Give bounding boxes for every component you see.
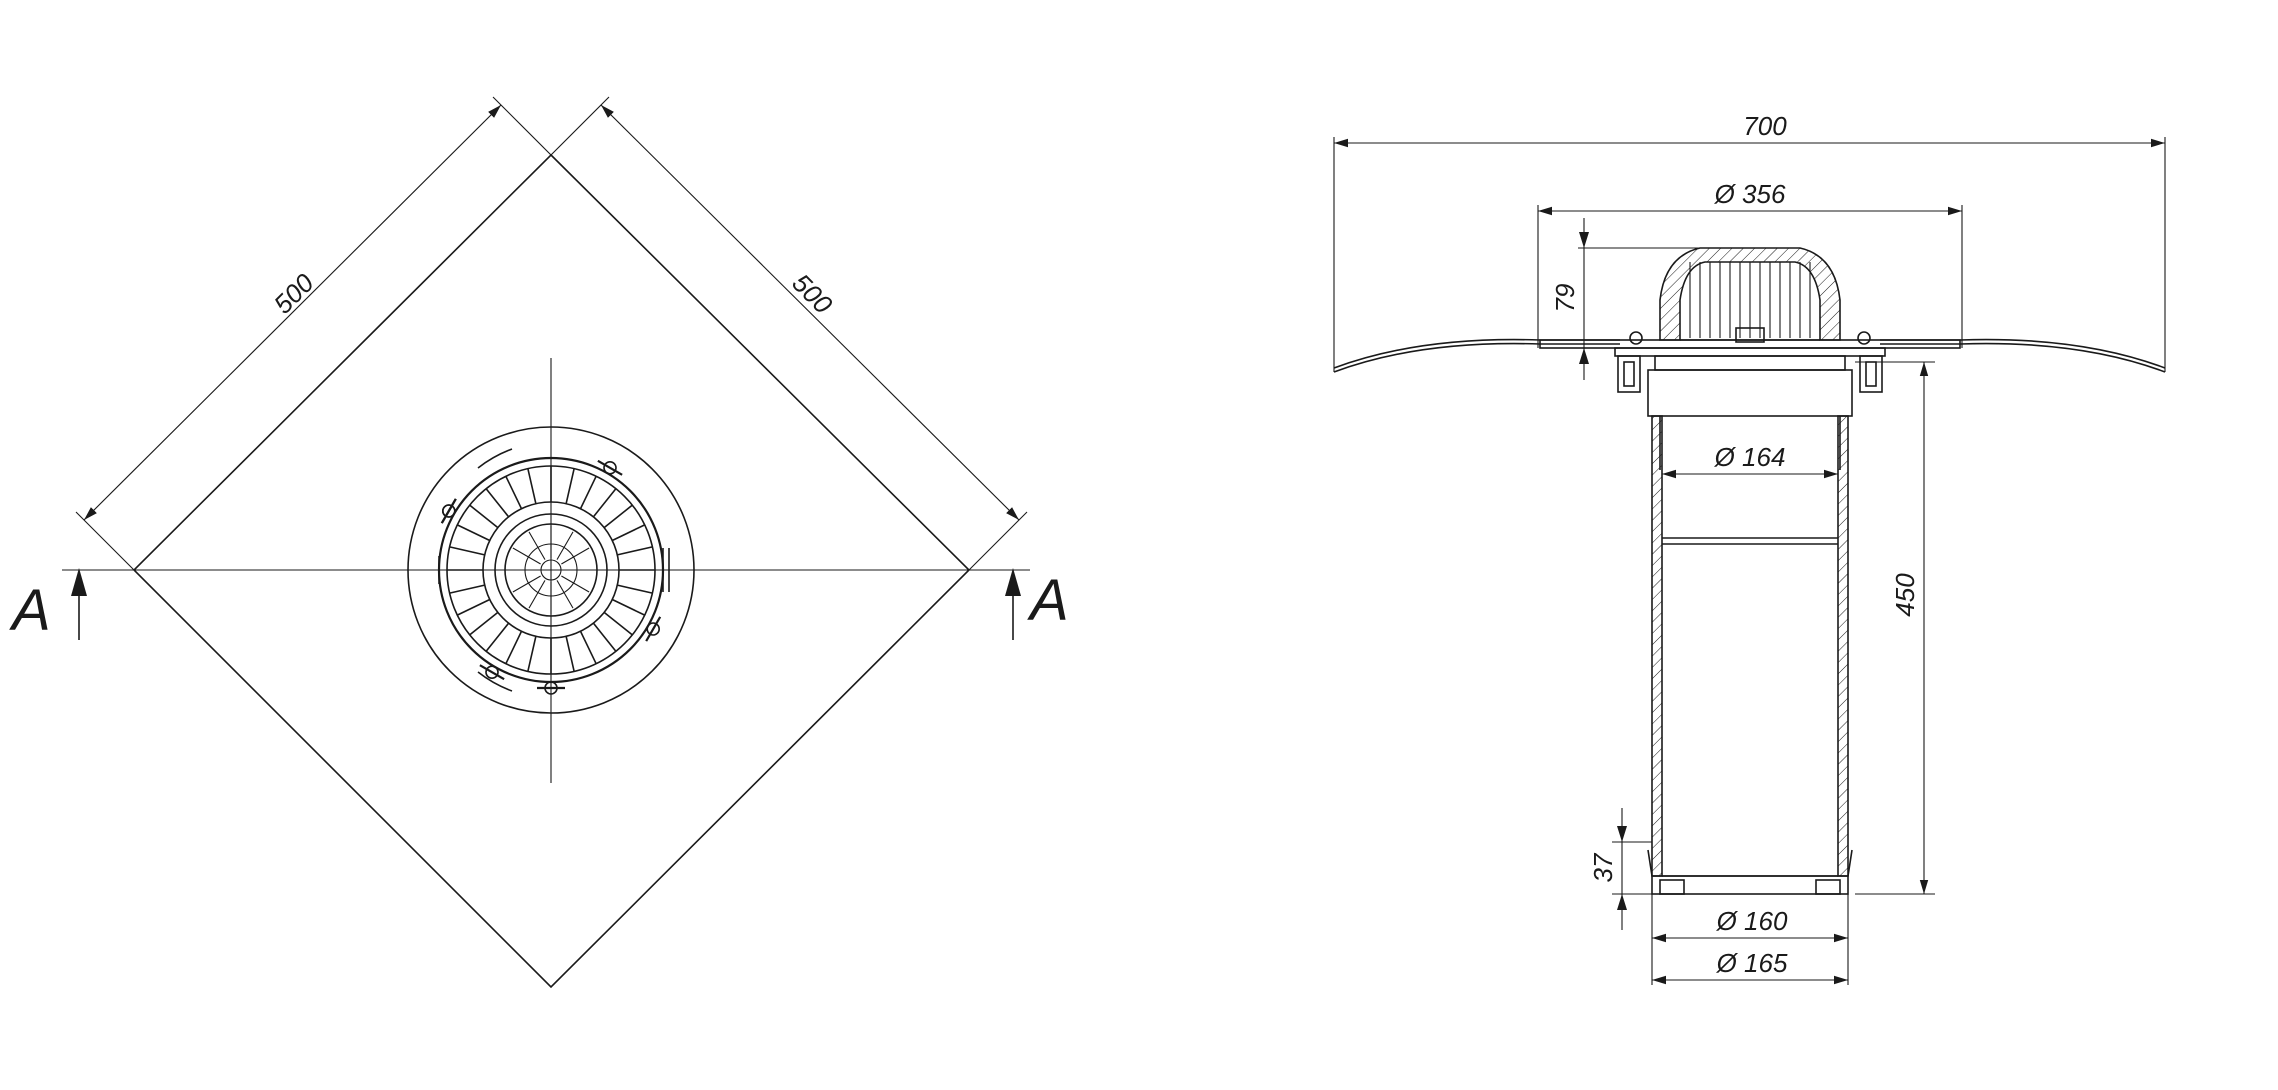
membrane-sheet <box>1333 342 2166 373</box>
dim-dome-height-label: 79 <box>1550 284 1580 313</box>
section-arrow-left: A <box>9 568 87 643</box>
section-mark-left: A <box>9 578 51 643</box>
section-arrow-right: A <box>1005 568 1069 640</box>
dim-overall-width: 700 <box>1333 111 2166 372</box>
dim-outlet-inner-diameter-label: Ø 160 <box>1716 906 1788 936</box>
dim-bottom-step: 37 <box>1588 808 1652 930</box>
dim-outlet-inner-diameter: Ø 160 <box>1651 894 1849 985</box>
dim-dome-height: 79 <box>1550 218 1700 380</box>
dim-side-a-label: 500 <box>268 267 320 319</box>
drain-top-view <box>407 426 695 714</box>
dim-total-height: 450 <box>1855 361 1935 895</box>
dim-overall-width-label: 700 <box>1743 111 1787 141</box>
pipe <box>1647 415 1853 895</box>
dim-flange-diameter: Ø 356 <box>1537 179 1963 348</box>
dim-pipe-inner-diameter: Ø 164 <box>1662 442 1838 479</box>
section-mark-right: A <box>1027 568 1069 633</box>
plan-view: 500 500 A A <box>9 96 1069 989</box>
dim-pipe-inner-diameter-label: Ø 164 <box>1714 442 1786 472</box>
dim-outlet-outer-diameter-label: Ø 165 <box>1716 948 1788 978</box>
dim-outlet-outer-diameter: Ø 165 <box>1652 948 1848 985</box>
dim-bottom-step-label: 37 <box>1588 852 1618 882</box>
dim-flange-diameter-label: Ø 356 <box>1714 179 1786 209</box>
section-view: 700 Ø 356 79 <box>1333 111 2166 985</box>
dim-side-b: 500 <box>550 96 1028 571</box>
dome-leaf-guard <box>1659 247 1841 343</box>
dim-total-height-label: 450 <box>1890 573 1920 617</box>
dim-side-a: 500 <box>75 96 552 571</box>
dim-side-b-label: 500 <box>786 268 838 320</box>
